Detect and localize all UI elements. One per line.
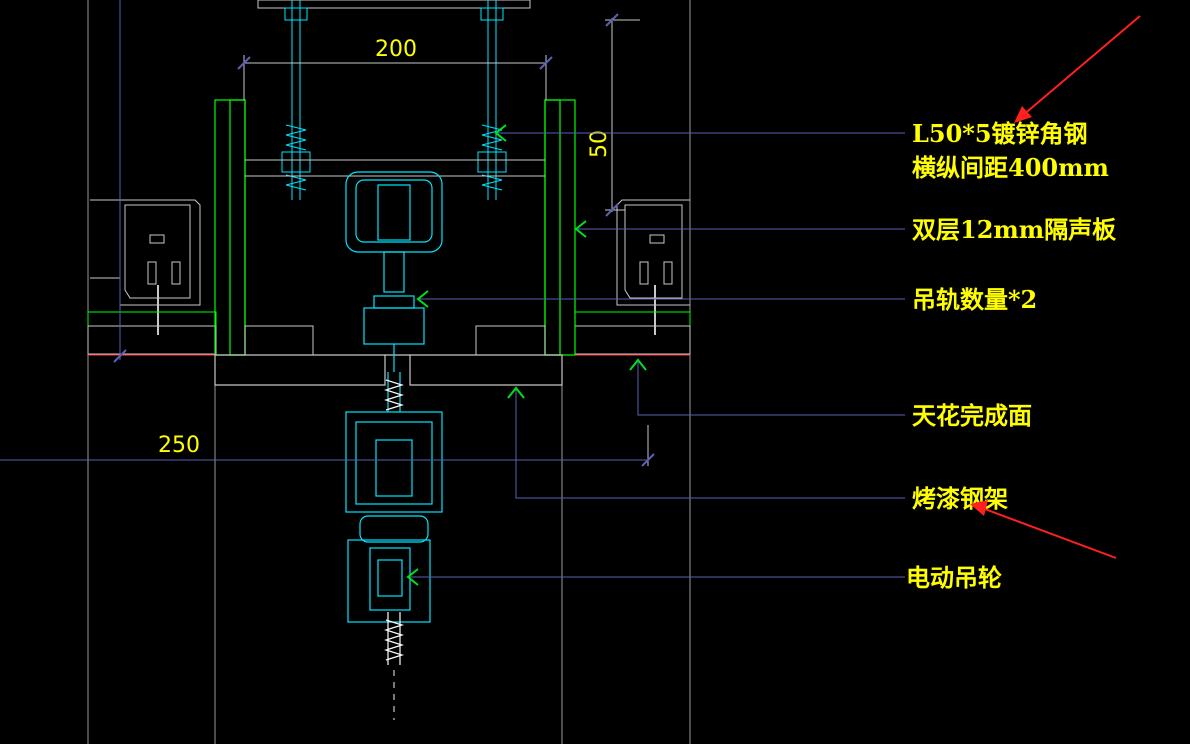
- note-ceiling-finish: 天花完成面: [912, 401, 1032, 430]
- red-arrow-upper: [1021, 15, 1141, 117]
- threaded-rods: [281, 0, 507, 200]
- painted-steel-frame: [214, 354, 563, 386]
- red-arrow-lower: [981, 507, 1117, 559]
- hanger-bolt: [383, 372, 405, 412]
- dimension-50: 50: [587, 13, 640, 217]
- motorized-pulley-body: [345, 411, 443, 623]
- dimension-200-label: 200: [375, 37, 417, 62]
- frame-lines: [87, 0, 691, 744]
- dimension-200: 200: [237, 37, 553, 100]
- note-angle-steel-line1: L50*5镀锌角钢: [912, 119, 1088, 148]
- note-angle-steel-line2: 横纵间距400mm: [912, 153, 1109, 182]
- top-plate: [257, 0, 531, 9]
- note-soundproof-board: 双层12mm隔声板: [912, 215, 1117, 244]
- annotations: L50*5镀锌角钢 横纵间距400mm 双层12mm隔声板 吊轨数量*2 天花完…: [906, 119, 1117, 592]
- left-ceiling-assembly: [87, 199, 217, 356]
- leader-lines: [410, 132, 905, 578]
- dimension-250-label: 250: [158, 433, 200, 458]
- red-markup-arrows: [970, 15, 1141, 559]
- note-rail-count: 吊轨数量*2: [912, 285, 1037, 314]
- note-painted-steel-frame: 烤漆钢架: [912, 484, 1008, 513]
- rail-carrier: [345, 171, 443, 372]
- dimension-250: 250: [0, 0, 655, 467]
- lower-screw: [383, 612, 405, 720]
- note-motorized-pulley: 电动吊轮: [906, 563, 1002, 592]
- dimension-50-label: 50: [587, 130, 612, 158]
- leader-arrowheads: [406, 124, 647, 586]
